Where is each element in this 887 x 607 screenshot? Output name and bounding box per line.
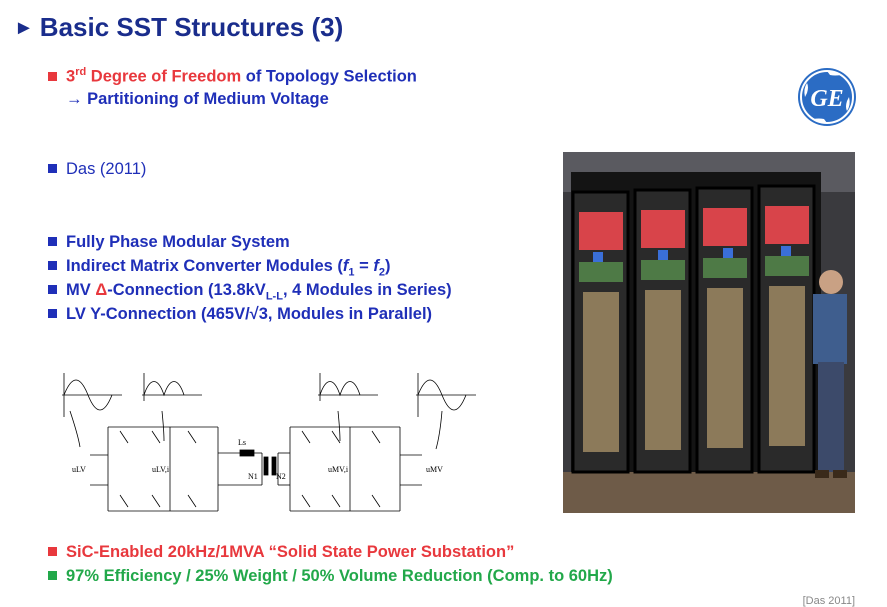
feature-item: MV Δ-Connection (13.8kVL-L, 4 Modules in…: [48, 281, 452, 302]
feature-eq: =: [354, 257, 374, 275]
feature-text-end: ): [384, 257, 391, 275]
feature-item: Fully Phase Modular System: [48, 233, 290, 252]
feature-sub: 2: [378, 266, 385, 279]
freedom-ordinal: 3: [66, 67, 76, 86]
label-l-s: Ls: [238, 438, 246, 447]
ge-logo-text: GE: [810, 86, 843, 112]
label-u-lv: uLV: [72, 465, 86, 474]
bullet-red-icon: [48, 547, 57, 556]
label-u-lv-i: uLV,i: [152, 465, 170, 474]
das-text: Das (2011): [66, 160, 147, 178]
label-u-mv: uMV: [426, 465, 443, 474]
feature-text-end: , 4 Modules in Series): [282, 281, 452, 299]
bottom-text-green: 97% Efficiency / 25% Weight / 50% Volume…: [66, 567, 613, 585]
bottom-item-green: 97% Efficiency / 25% Weight / 50% Volume…: [48, 567, 613, 586]
title-text: Basic SST Structures (3): [39, 12, 344, 42]
bullet-green-icon: [48, 571, 57, 580]
feature-sub: L-L: [265, 290, 283, 303]
feature-var: f: [342, 257, 349, 275]
bottom-text-red: SiC-Enabled 20kHz/1MVA “Solid State Powe…: [66, 543, 515, 561]
feature-text: LV Y-Connection (465V/√3, Modules in Par…: [66, 305, 433, 323]
feature-text-mid: -Connection (13.8kV: [107, 281, 266, 299]
freedom-item: 3rd Degree of Freedom of Topology Select…: [48, 66, 417, 87]
bullet-red-icon: [48, 71, 57, 81]
page-title: ►Basic SST Structures (3): [14, 12, 343, 43]
delta-symbol: Δ: [95, 281, 108, 299]
feature-var: f: [373, 257, 379, 275]
das-item: Das (2011): [48, 160, 146, 179]
label-u-mv-i: uMV,i: [328, 465, 349, 474]
feature-text: Indirect Matrix Converter Modules (: [66, 257, 343, 275]
feature-item: LV Y-Connection (465V/√3, Modules in Par…: [48, 305, 432, 324]
freedom-rest: of Topology Selection: [245, 67, 417, 86]
bullet-blue-icon: [48, 261, 57, 270]
bullet-blue-icon: [48, 285, 57, 294]
feature-text: Fully Phase Modular System: [66, 233, 290, 251]
feature-sub: 1: [348, 266, 355, 279]
label-n2: N2: [276, 472, 286, 481]
bullet-blue-icon: [48, 237, 57, 246]
bullet-blue-icon: [48, 309, 57, 318]
freedom-subline: → Partitioning of Medium Voltage: [66, 90, 329, 108]
freedom-highlight: Degree of Freedom: [90, 67, 242, 86]
label-n1: N1: [248, 472, 258, 481]
sst-photo: [563, 152, 855, 513]
reference-text: [Das 2011]: [802, 595, 855, 607]
ge-logo: GE: [797, 67, 857, 127]
bullet-blue-icon: [48, 164, 57, 173]
bottom-item-red: SiC-Enabled 20kHz/1MVA “Solid State Powe…: [48, 543, 514, 562]
feature-text: MV: [66, 281, 96, 299]
feature-item: Indirect Matrix Converter Modules (f1 = …: [48, 257, 390, 278]
circuit-diagram: uLV uLV,i Ls N1 N2 uMV,i uMV: [50, 365, 490, 515]
title-arrow-icon: ►: [14, 17, 34, 39]
freedom-ordinal-sup: rd: [75, 66, 87, 78]
